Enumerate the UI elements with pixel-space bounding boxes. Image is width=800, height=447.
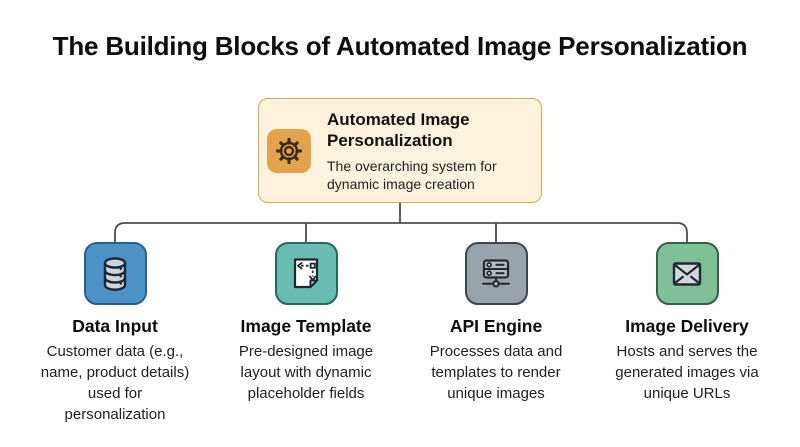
node-heading: API Engine [449,316,543,336]
template-page-icon [293,257,319,288]
node-heading: Image Delivery [625,316,749,336]
node-heading: Image Template [240,316,372,336]
envelope-icon [672,261,702,286]
node-description: Processes data and templates to render u… [429,343,563,402]
node-heading: Data Input [72,316,158,336]
root-description: The overarching system for dynamic image… [327,157,497,192]
node-data-input: Data Input Customer data (e.g., name, pr… [20,242,210,425]
root-node: Automated Image Personalization The over… [258,98,542,203]
data-input-tile [83,242,147,305]
node-description: Customer data (e.g., name, product detai… [40,343,190,423]
node-description: Pre-designed image layout with dynamic p… [238,343,374,402]
image-template-tile [274,242,338,305]
database-icon [103,256,127,291]
node-api-engine: API Engine Processes data and templates … [401,242,591,404]
page-title: The Building Blocks of Automated Image P… [52,31,748,61]
root-text: Automated Image Personalization The over… [327,109,497,193]
image-delivery-tile [655,242,719,305]
gear-icon [275,137,303,164]
node-image-delivery: Image Delivery Hosts and serves the gene… [592,242,782,404]
server-icon [482,258,510,287]
node-image-template: Image Template Pre-designed image layout… [211,242,401,404]
node-description: Hosts and serves the generated images vi… [615,343,759,402]
root-icon-tile [267,128,311,173]
root-heading: Automated Image Personalization [327,109,470,150]
api-engine-tile [464,242,528,305]
